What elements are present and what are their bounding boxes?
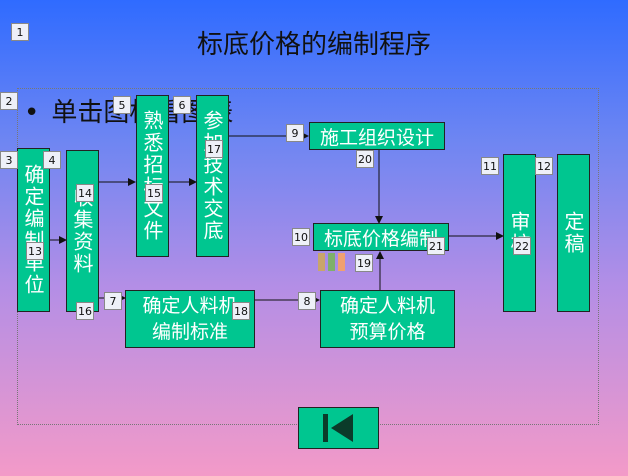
rmp-standard-line1: 确定人料机 <box>142 295 238 317</box>
marker-14[interactable]: 14 <box>76 184 94 202</box>
rmp-budget-line1: 确定人料机 <box>339 295 435 317</box>
marker-15[interactable]: 15 <box>145 184 163 202</box>
mini-bar-2 <box>328 253 335 271</box>
box-finalize[interactable]: 定稿 <box>557 154 590 312</box>
bullet-dot: • <box>24 98 40 128</box>
mini-bar-1 <box>318 253 325 271</box>
box-familiar-docs[interactable]: 熟悉招标文件 <box>136 95 169 257</box>
marker-19[interactable]: 19 <box>355 254 373 272</box>
box-bid-price[interactable]: 标底价格编制 <box>313 223 449 251</box>
marker-1[interactable]: 1 <box>11 23 29 41</box>
box-audit[interactable]: 审核 <box>503 154 536 312</box>
marker-20[interactable]: 20 <box>356 150 374 168</box>
marker-7[interactable]: 7 <box>104 292 122 310</box>
marker-18[interactable]: 18 <box>232 302 250 320</box>
box-confirm-unit[interactable]: 确定编制单位 <box>17 148 50 312</box>
marker-6[interactable]: 6 <box>173 96 191 114</box>
marker-2[interactable]: 2 <box>0 92 18 110</box>
marker-11[interactable]: 11 <box>481 157 499 175</box>
box-collect-data[interactable]: 收集资料 <box>66 150 99 312</box>
mini-bar-chart-icon <box>318 253 348 275</box>
mini-bar-3 <box>338 253 345 271</box>
marker-9[interactable]: 9 <box>286 124 304 142</box>
marker-12[interactable]: 12 <box>535 157 553 175</box>
rmp-budget-line2: 预算价格 <box>349 321 426 343</box>
marker-21[interactable]: 21 <box>427 237 445 255</box>
marker-5[interactable]: 5 <box>113 96 131 114</box>
marker-4[interactable]: 4 <box>43 151 61 169</box>
marker-10[interactable]: 10 <box>292 228 310 246</box>
box-ref-docs[interactable]: 参加技术交底 <box>196 95 229 257</box>
slide-title: 标底价格的编制程序 <box>196 30 431 60</box>
skip-to-start-icon <box>322 414 353 442</box>
marker-13[interactable]: 13 <box>26 242 44 260</box>
first-slide-button[interactable] <box>298 407 379 449</box>
marker-22[interactable]: 22 <box>513 237 531 255</box>
marker-17[interactable]: 17 <box>205 140 223 158</box>
box-rmp-budget[interactable]: 确定人料机 预算价格 <box>320 290 455 348</box>
box-construction-design[interactable]: 施工组织设计 <box>309 122 445 150</box>
marker-16[interactable]: 16 <box>76 302 94 320</box>
marker-8[interactable]: 8 <box>298 292 316 310</box>
rmp-standard-line2: 编制标准 <box>151 321 228 343</box>
marker-3[interactable]: 3 <box>0 151 18 169</box>
